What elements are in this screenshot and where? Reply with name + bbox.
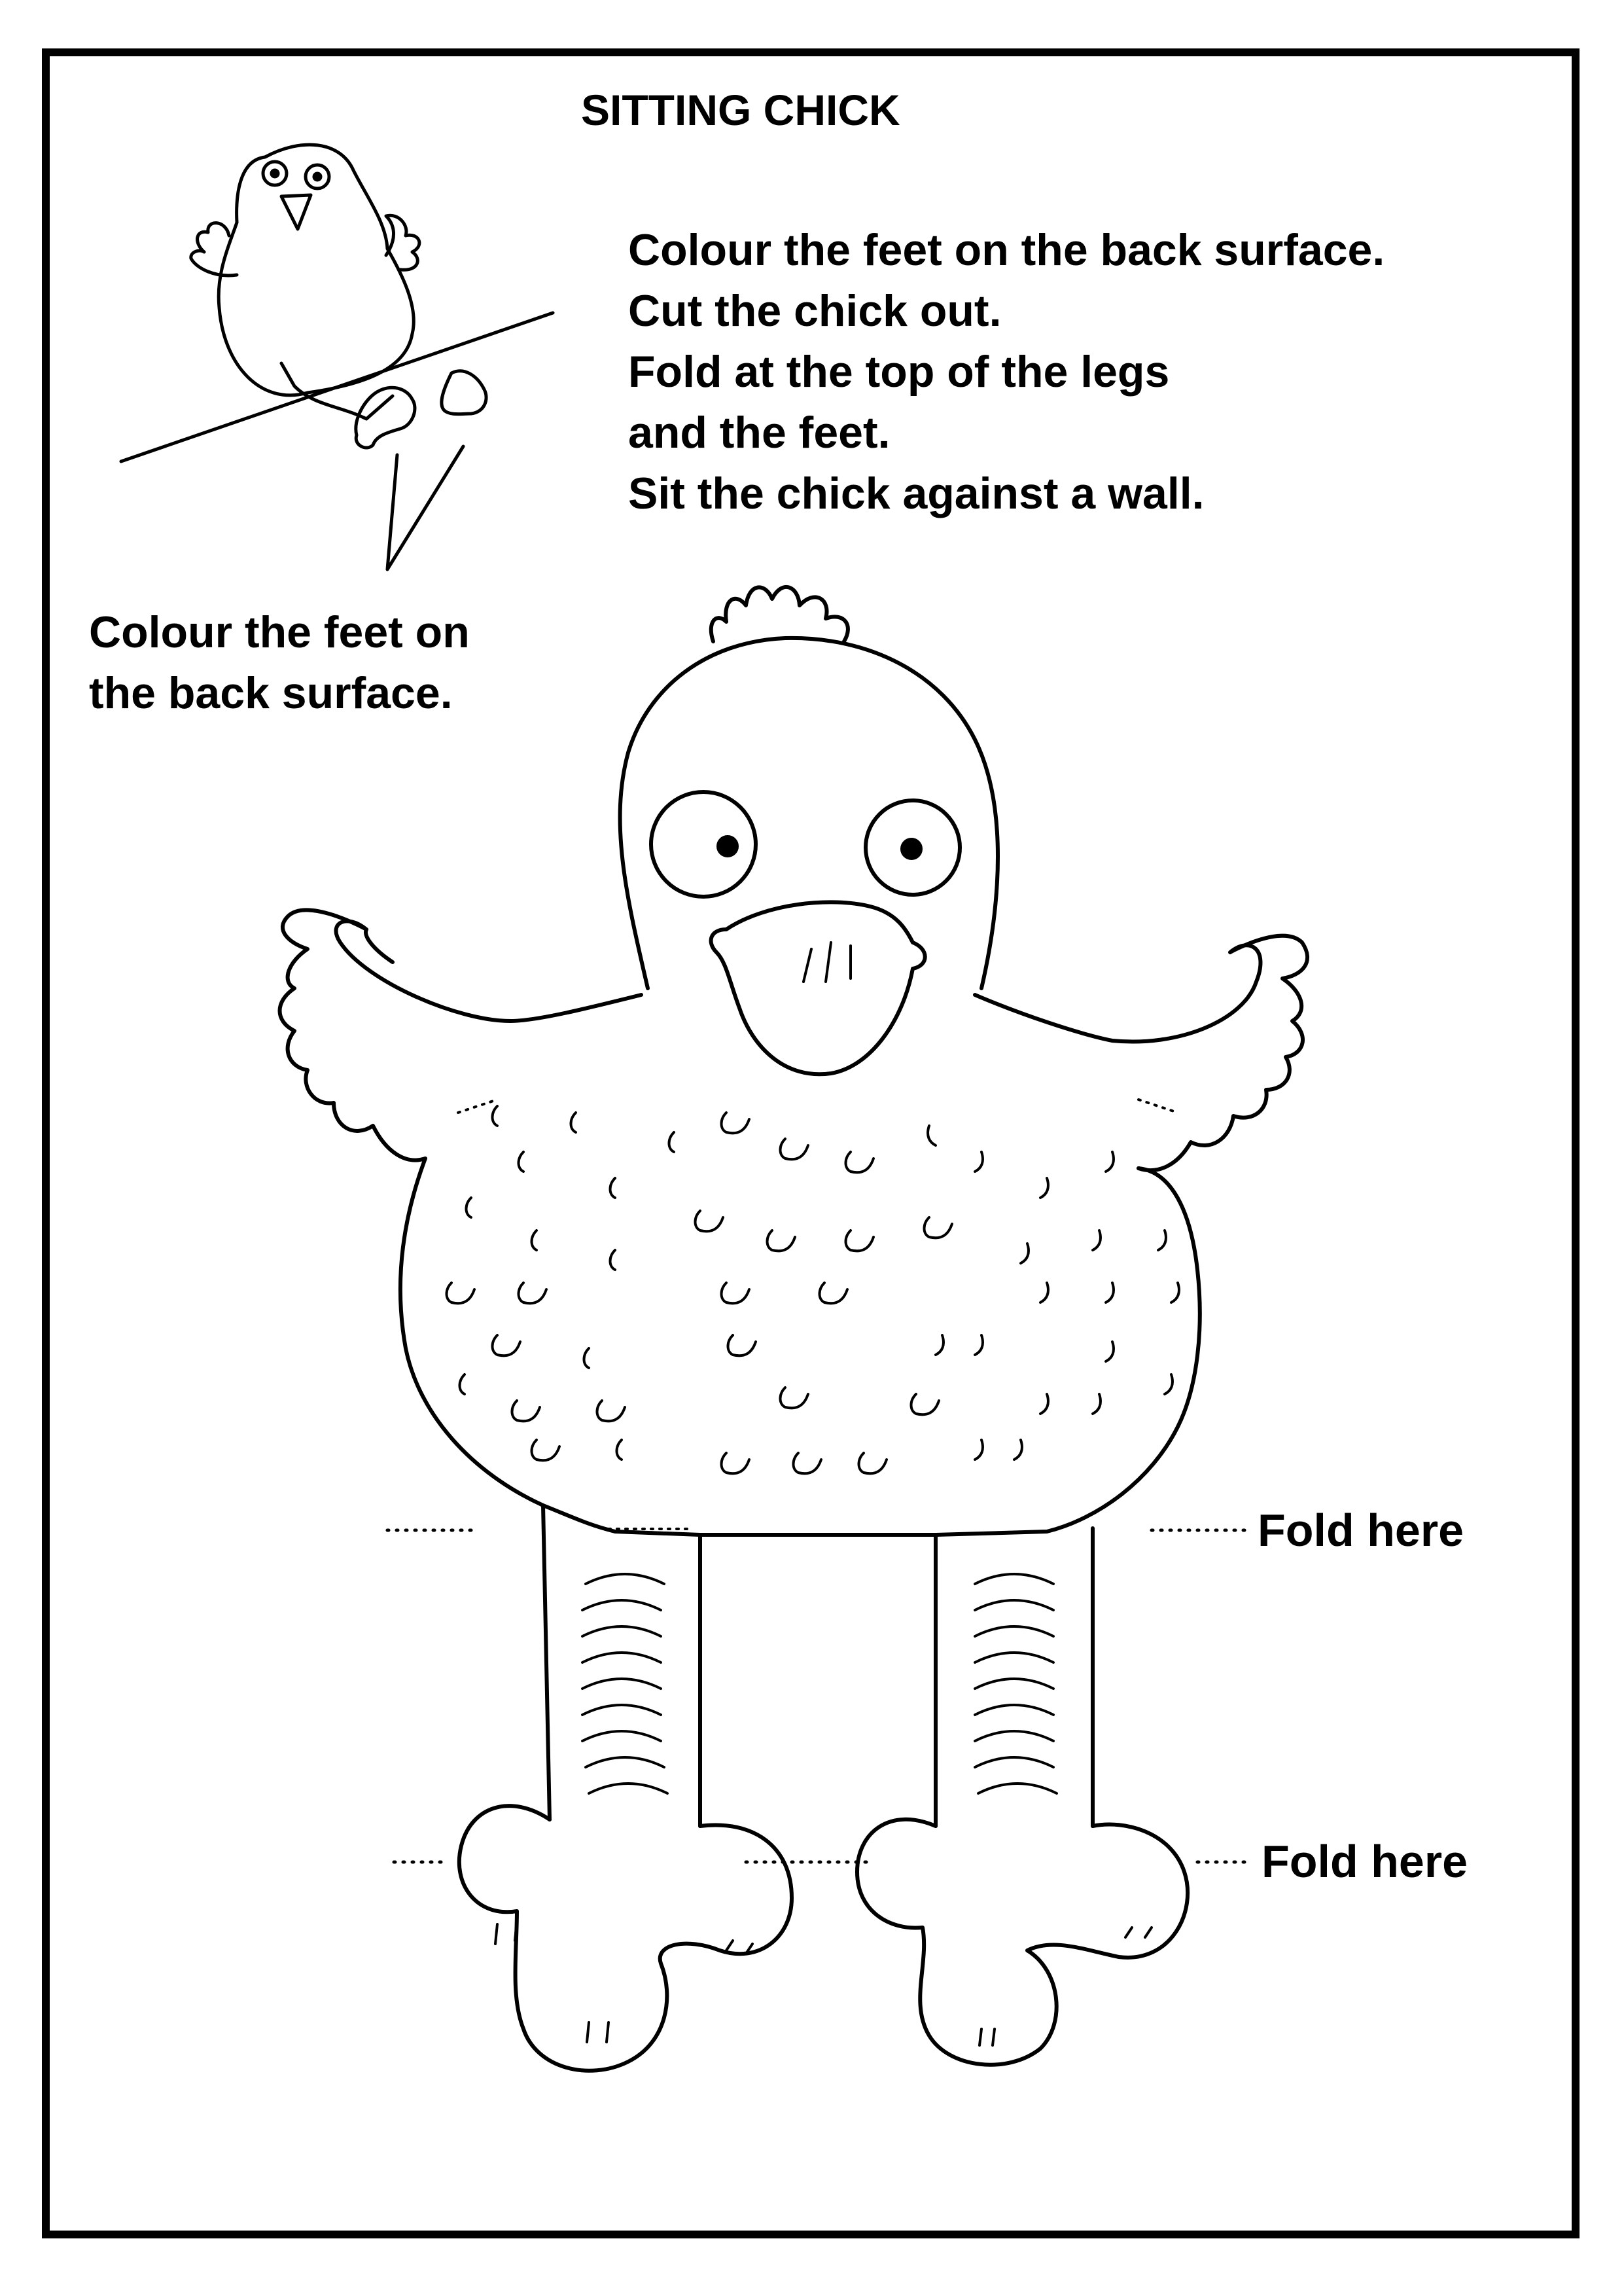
side-note-line: Colour the feet on	[89, 607, 470, 657]
chick-wing-left	[277, 908, 643, 1162]
chick-head	[618, 636, 1000, 990]
example-chick-wing	[384, 213, 421, 272]
example-chick-beak	[279, 193, 313, 231]
chick-eye	[649, 790, 758, 899]
foot-marks	[494, 1920, 1153, 2047]
chick-beak	[709, 900, 927, 1077]
instruction-line: Fold at the top of the legs	[628, 347, 1170, 397]
side-note-line: the back surface.	[89, 668, 453, 718]
example-sitting-chick-illustration	[119, 143, 555, 571]
chick-foot-left	[457, 1804, 794, 2073]
instruction-line: Colour the feet on the back surface.	[628, 225, 1385, 275]
chick-feather-marks	[445, 1105, 1180, 1475]
example-chick-foot	[440, 369, 488, 416]
example-chick-body	[217, 143, 415, 397]
chick-leg-stripes	[581, 1573, 1058, 1795]
chick-eye	[864, 798, 962, 897]
example-chick-wing	[189, 221, 239, 278]
example-pointer-line	[385, 444, 465, 571]
chick-tuft	[709, 584, 850, 643]
side-note: Colour the feet on the back surface.	[89, 602, 470, 724]
fold-here-label-top: Fold here	[1258, 1505, 1464, 1556]
example-chick-eye	[304, 163, 331, 190]
chick-foot-right	[855, 1817, 1190, 2067]
chick-wing-right	[973, 933, 1310, 1173]
instructions-block: Colour the feet on the back surface. Cut…	[628, 220, 1385, 524]
chick-leg-left	[541, 1503, 702, 1828]
fold-here-label-bottom: Fold here	[1262, 1836, 1468, 1887]
example-chick-eye	[261, 160, 289, 187]
example-chick-foot	[354, 386, 417, 450]
page-title: SITTING CHICK	[581, 86, 900, 134]
page-border	[42, 48, 1580, 2238]
instruction-line: and the feet.	[628, 408, 891, 457]
chick-leg-right	[934, 1526, 1095, 1828]
cutout-chick-illustration	[277, 584, 1310, 2073]
fold-guides	[385, 1528, 1252, 1864]
instruction-line: Cut the chick out.	[628, 286, 1002, 336]
chick-body	[398, 1157, 1202, 1537]
example-chick-leg	[279, 361, 395, 421]
instruction-line: Sit the chick against a wall.	[628, 469, 1205, 518]
